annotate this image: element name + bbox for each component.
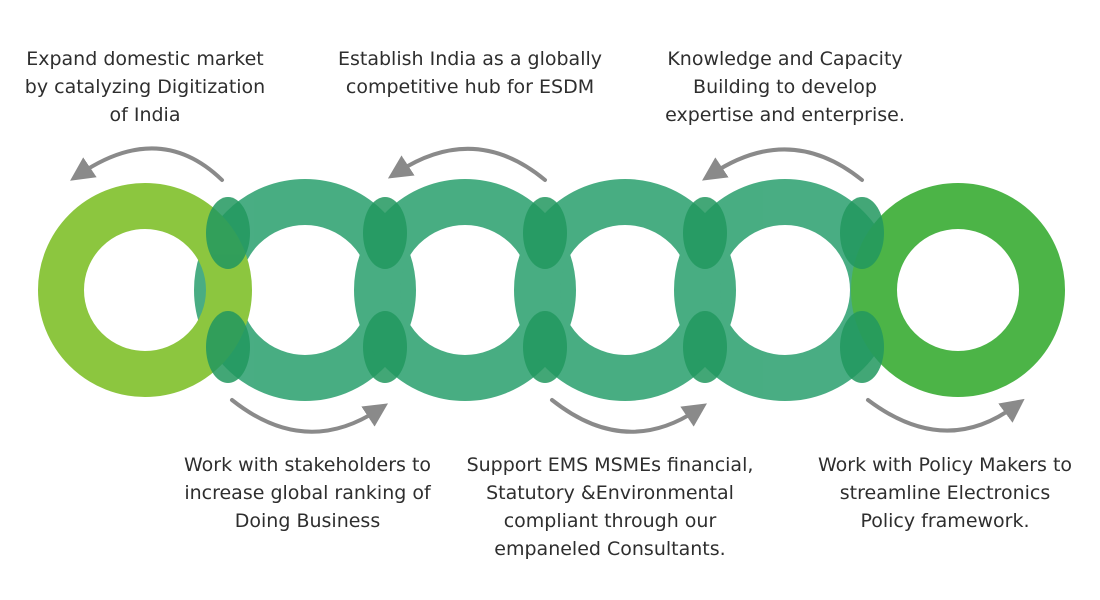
label-expand-domestic-market: Expand domestic market by catalyzing Dig…: [20, 45, 270, 129]
overlap-4-bottom: [683, 311, 727, 383]
label-line: streamline Electronics: [839, 482, 1051, 504]
label-line: empaneled Consultants.: [494, 538, 726, 560]
label-line: Support EMS MSMEs financial,: [466, 454, 754, 476]
left-end-ring: [38, 183, 252, 397]
overlap-3-bottom: [523, 311, 567, 383]
overlap-4-top: [683, 197, 727, 269]
label-work-with-policy-makers: Work with Policy Makers to streamline El…: [800, 451, 1090, 535]
label-line: Statutory &Environmental: [486, 482, 734, 504]
label-line: Establish India as a globally: [338, 48, 602, 70]
arrow-bottom-2: [550, 398, 707, 434]
label-line: Work with Policy Makers to: [817, 454, 1073, 476]
overlap-5-bottom: [840, 311, 884, 383]
label-line: Knowledge and Capacity: [667, 48, 903, 70]
overlap-1-bottom: [206, 311, 250, 383]
right-end-ring: [851, 183, 1065, 397]
arrow-top-2: [387, 146, 547, 182]
arrow-top-3: [702, 147, 864, 182]
label-support-ems-msmes: Support EMS MSMEs financial, Statutory &…: [465, 451, 755, 563]
label-line: Expand domestic market: [26, 48, 264, 70]
overlap-3-top: [523, 197, 567, 269]
arrow-bottom-1: [230, 398, 389, 434]
label-establish-india-hub: Establish India as a globally competitiv…: [325, 45, 615, 101]
label-line: Building to develop: [693, 76, 877, 98]
label-work-with-stakeholders: Work with stakeholders to increase globa…: [165, 451, 450, 535]
label-line: by catalyzing Digitization: [24, 76, 266, 98]
overlap-5-top: [840, 197, 884, 269]
label-line: of India: [109, 104, 181, 126]
arrow-bottom-3: [866, 398, 1025, 433]
top-arrows: [70, 146, 864, 182]
label-line: Policy framework.: [860, 510, 1030, 532]
overlap-2-bottom: [363, 311, 407, 383]
label-line: Work with stakeholders to: [183, 454, 432, 476]
label-line: expertise and enterprise.: [665, 104, 905, 126]
arrow-top-1: [70, 146, 224, 182]
label-line: Doing Business: [234, 510, 381, 532]
bottom-arrows: [230, 398, 1025, 434]
overlap-2-top: [363, 197, 407, 269]
label-line: competitive hub for ESDM: [345, 76, 595, 98]
label-knowledge-capacity-building: Knowledge and Capacity Building to devel…: [640, 45, 930, 129]
link-overlaps: [206, 197, 884, 383]
label-line: compliant through our: [503, 510, 717, 532]
overlap-1-top: [206, 197, 250, 269]
label-line: increase global ranking of: [184, 482, 431, 504]
